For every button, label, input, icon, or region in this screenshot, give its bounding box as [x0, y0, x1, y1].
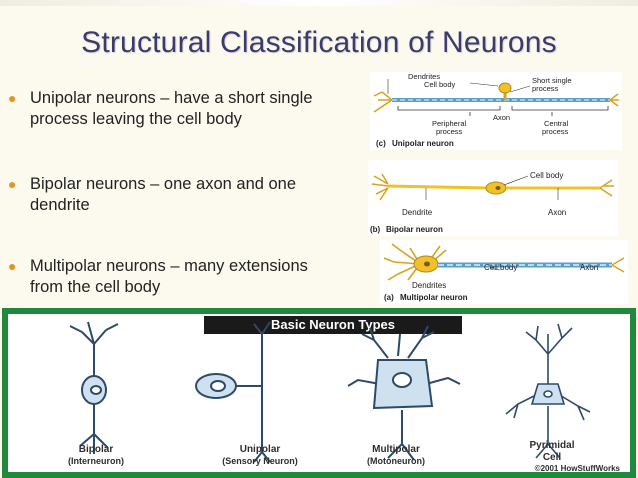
caption-letter: (a)	[384, 293, 394, 302]
multipolar-neuron-figure	[347, 325, 461, 461]
bullet-line: Bipolar neurons – one axon and one	[30, 175, 297, 193]
unipolar-neuron-illustration: Dendrites Cell body Short single process…	[373, 72, 619, 148]
bullet-line: from the cell body	[30, 278, 161, 296]
neuron-types-heading: Basic Neuron Types	[271, 317, 395, 332]
axon-label: Axon	[493, 113, 510, 122]
dendrites-label: Dendrites	[408, 72, 440, 81]
type-name-label: Pyrimidal	[529, 440, 574, 451]
cell-body-label: Cell body	[530, 171, 563, 180]
dendrite-label: Dendrite	[402, 208, 433, 217]
bipolar-neuron-illustration: Cell body Dendrite Axon (b) Bipolar neur…	[370, 171, 614, 234]
unipolar-neuron-figure	[195, 321, 271, 463]
peripheral-label-line: Peripheral	[432, 119, 467, 128]
bullet-dot-icon: ●	[8, 176, 17, 192]
short-process-label-line: process	[532, 84, 559, 93]
basic-neuron-types-panel: Basic Neuron Types	[2, 308, 636, 478]
bipolar-diagram: Cell body Dendrite Axon (b) Bipolar neur…	[368, 160, 618, 236]
caption: Bipolar neuron	[386, 225, 443, 234]
short-process-label-line: Short single	[532, 76, 572, 85]
dendrites-label: Dendrites	[412, 281, 446, 290]
type-sub-label: Cell	[543, 452, 562, 463]
copyright-text: ©2001 HowStuffWorks	[535, 464, 621, 472]
unipolar-diagram: Dendrites Cell body Short single process…	[370, 72, 622, 150]
top-bar	[0, 0, 638, 6]
caption: Multipolar neuron	[400, 293, 468, 302]
axon-label: Axon	[580, 263, 598, 272]
type-name-label: Multipolar	[372, 444, 420, 455]
axon-label: Axon	[548, 208, 566, 217]
central-label-line: Central	[544, 119, 569, 128]
pyramidal-cell-figure	[505, 323, 591, 459]
caption-letter: (c)	[376, 139, 386, 148]
bullet-line: Unipolar neurons – have a short single	[30, 89, 313, 107]
cell-body-label: Cell body	[484, 263, 517, 272]
caption: Unipolar neuron	[392, 139, 454, 148]
bullet-line: dendrite	[30, 196, 90, 214]
type-sub-label: (Interneuron)	[68, 456, 124, 466]
type-sub-label: (Motoneuron)	[367, 456, 425, 466]
bipolar-neuron-figure	[69, 321, 119, 454]
multipolar-neuron-illustration: Cell body Axon Dendrites (a) Multipolar …	[383, 243, 625, 302]
bullet-dot-icon: ●	[8, 258, 17, 274]
type-name-label: Unipolar	[240, 444, 281, 455]
bullet-dot-icon: ●	[8, 90, 17, 106]
type-name-label: Bipolar	[79, 444, 114, 455]
bullet-line: process leaving the cell body	[30, 110, 242, 128]
cell-body-label: Cell body	[424, 80, 456, 89]
central-label-line: process	[542, 127, 569, 136]
caption-letter: (b)	[370, 225, 381, 234]
neuron-types-illustration: Basic Neuron Types	[68, 316, 621, 473]
peripheral-label-line: process	[436, 127, 463, 136]
slide-title: Structural Classification of Neurons	[81, 26, 557, 59]
bullet-line: Multipolar neurons – many extensions	[30, 257, 308, 275]
multipolar-diagram: Cell body Axon Dendrites (a) Multipolar …	[380, 240, 628, 304]
type-sub-label: (Sensory Neuron)	[222, 456, 298, 466]
